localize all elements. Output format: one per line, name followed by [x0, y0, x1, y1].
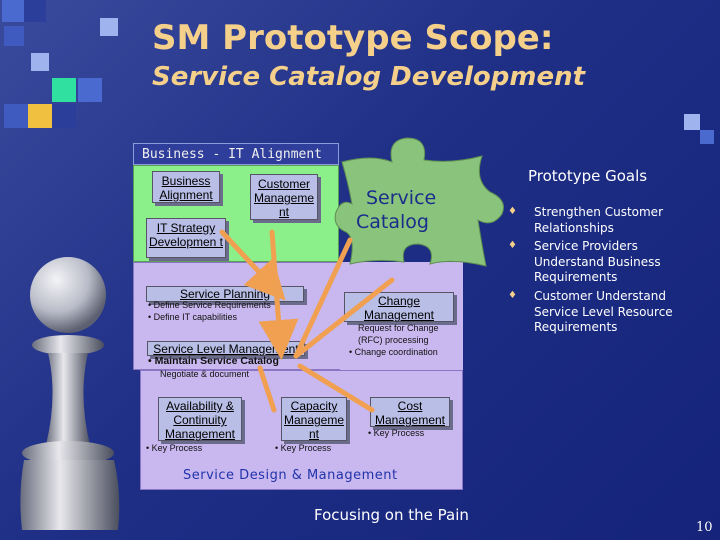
prototype-goals-title: Prototype Goals: [528, 167, 648, 185]
goal-item: Customer Understand Service Level Resour…: [534, 289, 673, 334]
service-planning-item: • Define IT capabilities: [148, 312, 238, 322]
decor-square: [684, 114, 700, 130]
page-number: 10: [696, 520, 713, 535]
decor-square: [100, 18, 118, 36]
service-catalog-label: Service Catalog: [356, 187, 437, 233]
it-strategy-box: IT Strategy Developmen t: [146, 218, 226, 258]
decor-square: [4, 26, 24, 46]
decor-square: [28, 104, 52, 128]
availability-continuity-box: Availability & Continuity Management: [158, 397, 242, 441]
chess-pawn-icon: [20, 257, 120, 530]
service-level-item: • Maintain Service Catalog: [148, 355, 279, 367]
service-planning-item: • Define Service Requirements: [148, 300, 271, 310]
goal-item: Service Providers Understand Business Re…: [534, 239, 661, 284]
service-level-item: Negotiate & document: [160, 369, 250, 379]
decor-square: [31, 53, 49, 71]
slide-title: SM Prototype Scope:: [152, 18, 554, 58]
business-it-header: Business - IT Alignment: [133, 143, 339, 165]
customer-management-box: Customer Manageme nt: [250, 174, 318, 220]
decor-square: [2, 0, 24, 22]
business-alignment-box: Business Alignment: [152, 171, 220, 203]
slide-subtitle: Service Catalog Development: [152, 62, 586, 92]
change-management-box: Change Management: [344, 292, 454, 322]
change-management-item: (RFC) processing: [358, 335, 429, 345]
service-design-title: Service Design & Management: [183, 468, 398, 483]
decor-square: [700, 130, 714, 144]
diamond-bullet-icon: ♦: [508, 206, 517, 217]
change-management-item: • Change coordination: [349, 347, 438, 357]
capacity-management-box: Capacity Manageme nt: [281, 397, 347, 441]
decor-square: [52, 104, 76, 128]
diamond-bullet-icon: ♦: [508, 290, 517, 301]
availability-item: • Key Process: [146, 443, 203, 453]
footer-text: Focusing on the Pain: [314, 506, 469, 524]
cost-item: • Key Process: [368, 428, 425, 438]
capacity-item: • Key Process: [275, 443, 332, 453]
decor-square: [4, 104, 28, 128]
service-level-management-box: Service Level Management: [147, 341, 305, 356]
diamond-bullet-icon: ♦: [508, 240, 517, 251]
decor-square: [52, 78, 76, 102]
puzzle-piece-icon: [334, 137, 504, 267]
change-management-item: Request for Change: [358, 323, 439, 333]
decor-square: [78, 78, 102, 102]
decor-square: [24, 0, 46, 22]
goal-item: Strengthen Customer Relationships: [534, 205, 663, 235]
cost-management-box: Cost Management: [370, 397, 450, 427]
